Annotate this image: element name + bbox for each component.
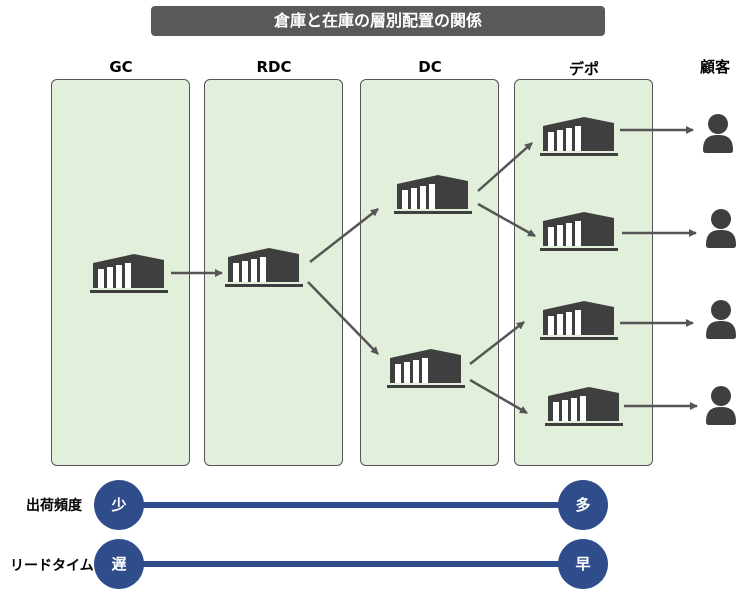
warehouse-icon	[540, 301, 618, 340]
column-label-depot: デポ	[568, 60, 599, 78]
scale-start-circle: 遅	[94, 539, 144, 589]
column-label-rdc: RDC	[256, 58, 292, 76]
flow-arrow	[477, 142, 533, 192]
column-label-gc: GC	[109, 58, 133, 76]
flow-arrow	[309, 208, 379, 263]
flow-arrow	[477, 202, 536, 238]
flow-arrow	[469, 378, 528, 415]
person-icon	[703, 114, 733, 153]
scale-end-circle: 多	[558, 480, 608, 530]
column-label-customers: 顧客	[700, 58, 731, 76]
person-icon	[706, 386, 736, 425]
warehouse-icon	[540, 212, 618, 251]
row-label-lead-time: リードタイム	[10, 558, 94, 574]
scale-end-circle: 早	[558, 539, 608, 589]
row-label-shipping-frequency: 出荷頻度	[26, 498, 82, 514]
scale-bar	[140, 561, 560, 567]
warehouse-icon	[394, 175, 472, 214]
lane-dc	[360, 79, 499, 466]
flow-arrow	[307, 281, 379, 355]
scale-start-circle: 少	[94, 480, 144, 530]
warehouse-icon	[540, 117, 618, 156]
column-label-dc: DC	[418, 58, 442, 76]
person-icon	[706, 300, 736, 339]
scale-bar	[140, 502, 560, 508]
diagram-title: 倉庫と在庫の層別配置の関係	[151, 6, 605, 36]
warehouse-icon	[387, 349, 465, 388]
person-icon	[706, 209, 736, 248]
flow-arrow	[469, 321, 525, 365]
warehouse-icon	[545, 387, 623, 426]
warehouse-icon	[225, 248, 303, 287]
warehouse-icon	[90, 254, 168, 293]
